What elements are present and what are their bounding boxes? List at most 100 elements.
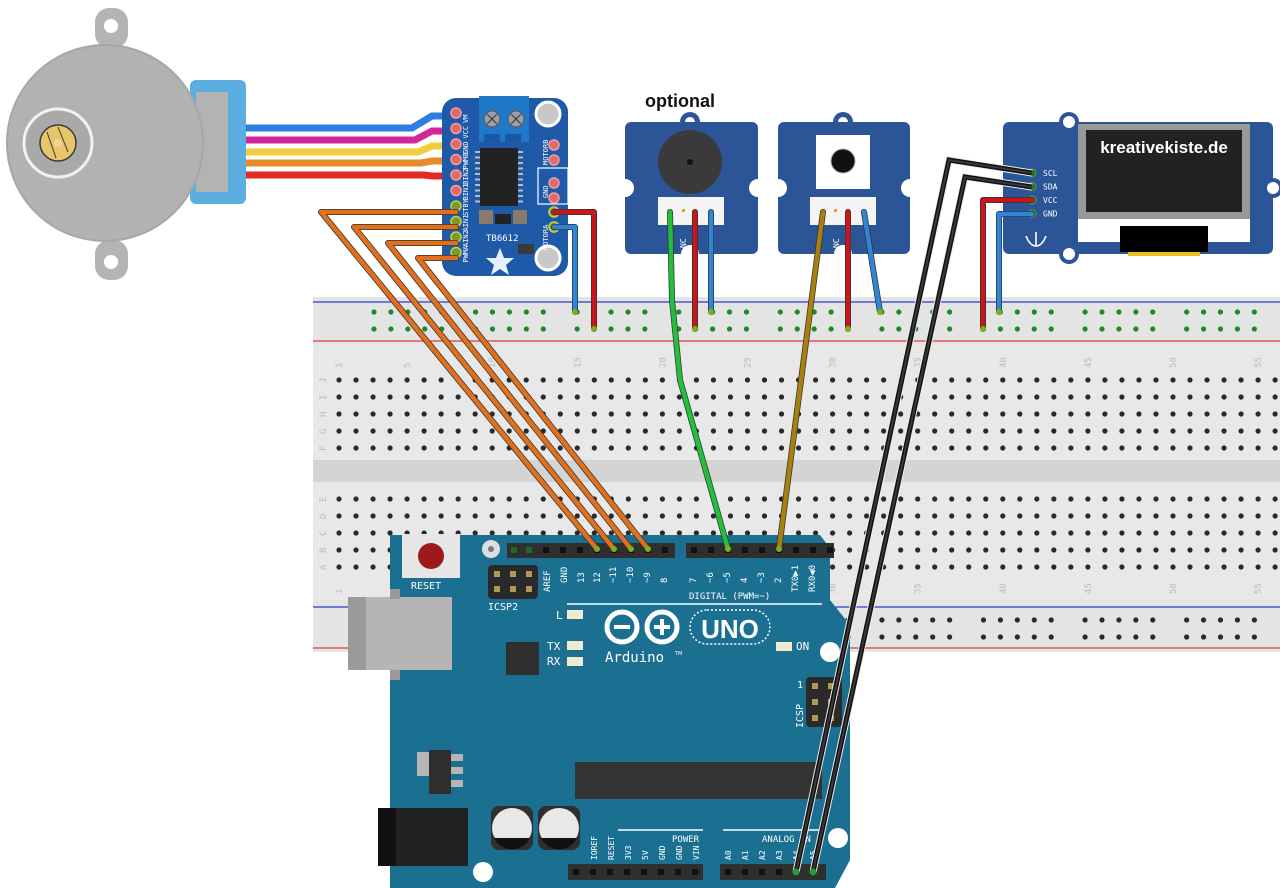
breadboard-hole[interactable] bbox=[915, 428, 921, 434]
breadboard-hole[interactable] bbox=[1204, 445, 1210, 451]
breadboard-hole[interactable] bbox=[659, 411, 665, 417]
breadboard-hole[interactable] bbox=[1136, 428, 1142, 434]
breadboard-hole[interactable] bbox=[455, 496, 461, 502]
breadboard-hole[interactable] bbox=[353, 377, 359, 383]
rail-hole[interactable] bbox=[1184, 326, 1190, 332]
breadboard-hole[interactable] bbox=[795, 513, 802, 519]
rail-hole[interactable] bbox=[1217, 309, 1224, 315]
breadboard-hole[interactable] bbox=[1255, 377, 1261, 383]
breadboard-hole[interactable] bbox=[727, 513, 734, 519]
breadboard-hole[interactable] bbox=[915, 513, 921, 519]
breadboard-hole[interactable] bbox=[1238, 445, 1244, 451]
breadboard-hole[interactable] bbox=[642, 411, 648, 417]
breadboard-hole[interactable] bbox=[472, 496, 478, 502]
breadboard-hole[interactable] bbox=[881, 513, 887, 519]
rail-hole[interactable] bbox=[980, 634, 987, 640]
breadboard-hole[interactable] bbox=[727, 530, 734, 536]
breadboard-hole[interactable] bbox=[625, 428, 631, 434]
breadboard-hole[interactable] bbox=[625, 530, 631, 536]
breadboard-hole[interactable] bbox=[1272, 394, 1278, 400]
breadboard-hole[interactable] bbox=[847, 377, 853, 383]
breadboard-hole[interactable] bbox=[1153, 394, 1159, 400]
rail-hole[interactable] bbox=[642, 326, 648, 332]
breadboard-hole[interactable] bbox=[949, 513, 955, 519]
breadboard-hole[interactable] bbox=[404, 445, 410, 451]
breadboard-hole[interactable] bbox=[949, 564, 955, 570]
rail-hole[interactable] bbox=[828, 326, 834, 332]
breadboard-hole[interactable] bbox=[591, 377, 597, 383]
breadboard-hole[interactable] bbox=[336, 445, 342, 451]
breadboard-hole[interactable] bbox=[1068, 411, 1074, 417]
breadboard-hole[interactable] bbox=[898, 564, 904, 570]
breadboard-hole[interactable] bbox=[829, 564, 836, 570]
rail-hole[interactable] bbox=[608, 326, 614, 332]
rail-hole[interactable] bbox=[997, 326, 1004, 332]
breadboard-hole[interactable] bbox=[966, 530, 972, 536]
breadboard-hole[interactable] bbox=[387, 411, 393, 417]
breadboard-hole[interactable] bbox=[881, 496, 887, 502]
breadboard-hole[interactable] bbox=[1255, 445, 1261, 451]
breadboard-hole[interactable] bbox=[1221, 411, 1227, 417]
driver-pin[interactable] bbox=[548, 154, 560, 166]
rail-hole[interactable] bbox=[506, 309, 513, 315]
breadboard-hole[interactable] bbox=[1238, 411, 1244, 417]
breadboard-hole[interactable] bbox=[949, 445, 955, 451]
breadboard-hole[interactable] bbox=[710, 411, 717, 417]
breadboard-hole[interactable] bbox=[727, 496, 734, 502]
breadboard-hole[interactable] bbox=[574, 411, 580, 417]
breadboard-hole[interactable] bbox=[1017, 564, 1023, 570]
breadboard-hole[interactable] bbox=[1221, 513, 1227, 519]
breadboard-hole[interactable] bbox=[1068, 513, 1074, 519]
breadboard-hole[interactable] bbox=[915, 445, 921, 451]
breadboard-hole[interactable] bbox=[438, 411, 444, 417]
breadboard-hole[interactable] bbox=[983, 530, 989, 536]
breadboard-hole[interactable] bbox=[932, 564, 938, 570]
rail-hole[interactable] bbox=[371, 309, 377, 315]
breadboard-hole[interactable] bbox=[387, 513, 393, 519]
rail-hole[interactable] bbox=[1217, 326, 1224, 332]
rail-hole[interactable] bbox=[743, 326, 750, 332]
rail-hole[interactable] bbox=[1200, 634, 1207, 640]
breadboard-hole[interactable] bbox=[1136, 547, 1142, 553]
breadboard-hole[interactable] bbox=[1238, 547, 1244, 553]
rail-hole[interactable] bbox=[947, 634, 953, 640]
breadboard-hole[interactable] bbox=[1000, 377, 1006, 383]
breadboard-hole[interactable] bbox=[1170, 445, 1176, 451]
breadboard-hole[interactable] bbox=[1034, 547, 1040, 553]
breadboard-hole[interactable] bbox=[1170, 394, 1176, 400]
breadboard-hole[interactable] bbox=[1187, 428, 1193, 434]
breadboard-hole[interactable] bbox=[1051, 445, 1057, 451]
rail-hole[interactable] bbox=[896, 634, 902, 640]
rail-hole[interactable] bbox=[1133, 309, 1139, 315]
rail-hole[interactable] bbox=[1133, 326, 1139, 332]
rail-hole[interactable] bbox=[1099, 617, 1105, 623]
breadboard-hole[interactable] bbox=[523, 445, 529, 451]
breadboard-hole[interactable] bbox=[1153, 547, 1159, 553]
breadboard-hole[interactable] bbox=[744, 513, 751, 519]
breadboard-hole[interactable] bbox=[1204, 428, 1210, 434]
breadboard-hole[interactable] bbox=[1000, 564, 1006, 570]
breadboard-hole[interactable] bbox=[540, 394, 546, 400]
breadboard-hole[interactable] bbox=[1204, 547, 1210, 553]
breadboard-hole[interactable] bbox=[574, 428, 580, 434]
breadboard-hole[interactable] bbox=[966, 394, 972, 400]
breadboard-hole[interactable] bbox=[1153, 530, 1159, 536]
header-pin[interactable] bbox=[658, 869, 664, 875]
breadboard-hole[interactable] bbox=[1238, 496, 1244, 502]
breadboard-hole[interactable] bbox=[1170, 411, 1176, 417]
rail-hole[interactable] bbox=[997, 634, 1004, 640]
breadboard-hole[interactable] bbox=[472, 411, 478, 417]
breadboard-hole[interactable] bbox=[557, 411, 563, 417]
rail-hole[interactable] bbox=[388, 309, 394, 315]
breadboard-hole[interactable] bbox=[1034, 428, 1040, 434]
breadboard-hole[interactable] bbox=[540, 445, 546, 451]
rail-hole[interactable] bbox=[997, 617, 1004, 623]
breadboard-hole[interactable] bbox=[1017, 445, 1023, 451]
breadboard-hole[interactable] bbox=[421, 411, 427, 417]
breadboard-hole[interactable] bbox=[353, 411, 359, 417]
rail-hole[interactable] bbox=[1082, 634, 1088, 640]
breadboard-hole[interactable] bbox=[1136, 513, 1142, 519]
breadboard-hole[interactable] bbox=[336, 513, 342, 519]
breadboard-hole[interactable] bbox=[404, 513, 410, 519]
breadboard-hole[interactable] bbox=[915, 547, 921, 553]
